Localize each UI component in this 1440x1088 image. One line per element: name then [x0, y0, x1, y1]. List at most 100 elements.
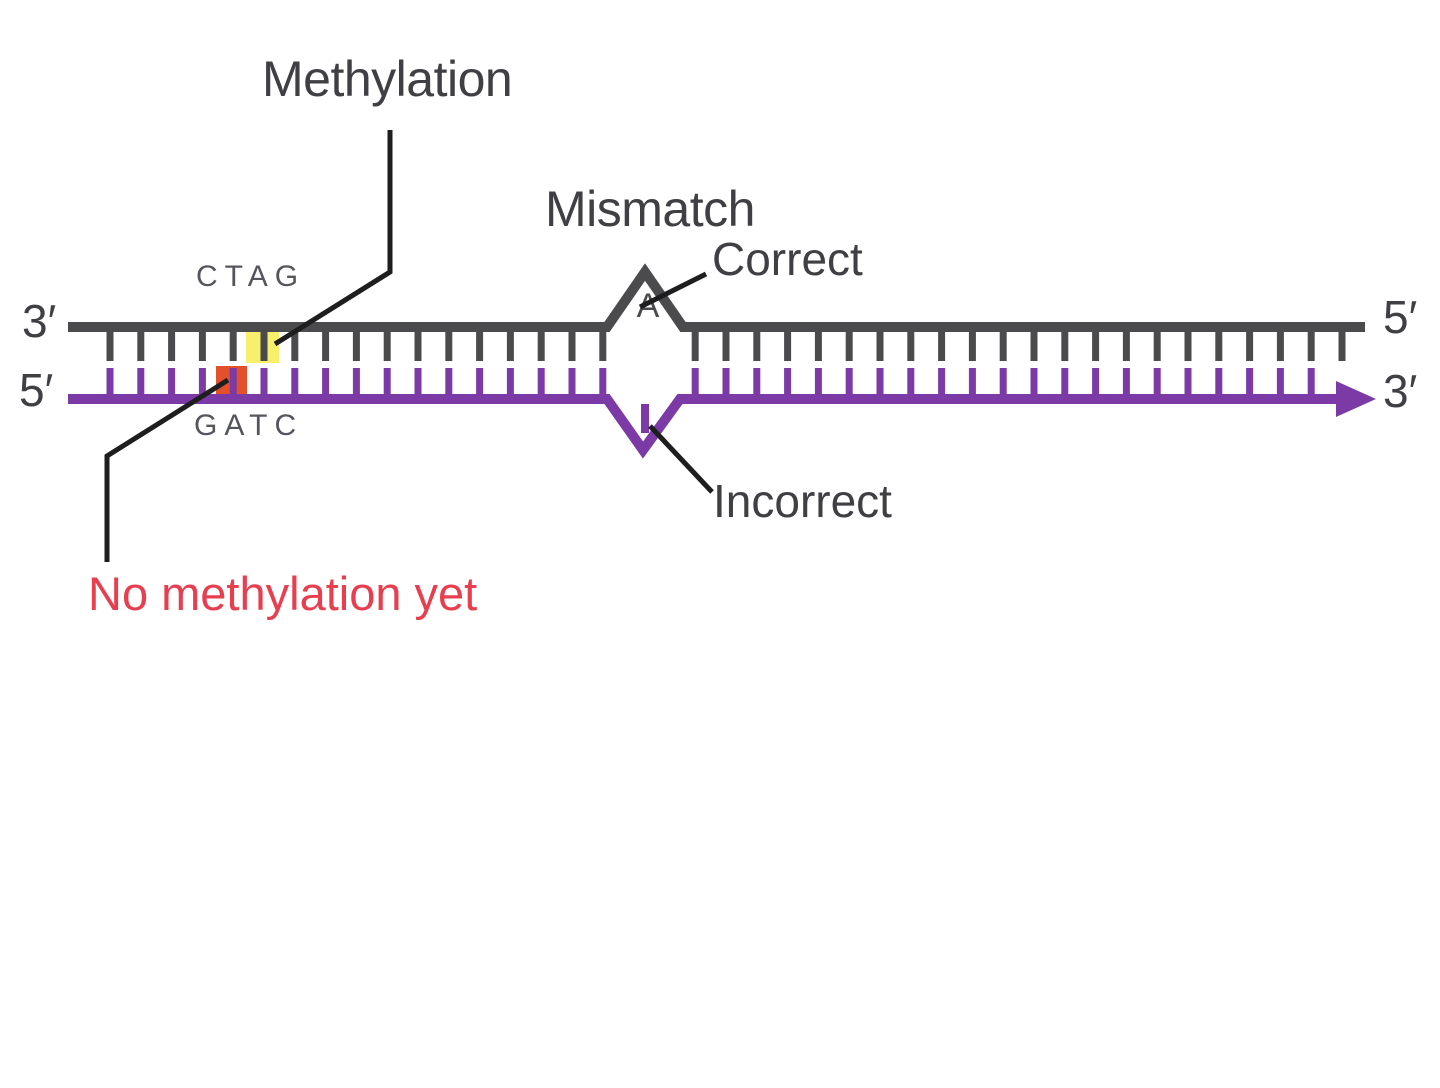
base-pair-tick [568, 331, 576, 361]
base-pair-tick [722, 368, 730, 398]
base-pair-tick [876, 331, 884, 361]
base-pair-tick [352, 368, 360, 398]
base-pair-tick [784, 368, 792, 398]
base-pair-tick [1307, 331, 1315, 361]
new-sequence-label: GATC [194, 409, 304, 442]
base-pair-tick [198, 331, 206, 361]
base-pair-tick [999, 331, 1007, 361]
new-strand-ticks [106, 368, 1315, 398]
base-pair-tick [907, 331, 915, 361]
incorrect-base-tick [641, 404, 649, 433]
base-pair-tick [599, 331, 607, 361]
base-pair-tick [1122, 368, 1130, 398]
base-pair-tick [1184, 331, 1192, 361]
base-pair-tick [845, 368, 853, 398]
base-pair-tick [599, 368, 607, 398]
base-pair-tick [968, 331, 976, 361]
base-pair-tick [1122, 331, 1130, 361]
methylation-leader-line [273, 130, 393, 347]
base-pair-tick [999, 368, 1007, 398]
base-pair-tick [137, 368, 145, 398]
base-pair-tick [1215, 368, 1223, 398]
base-pair-tick [938, 368, 946, 398]
base-pair-tick [1153, 368, 1161, 398]
base-pair-tick [229, 331, 237, 361]
base-pair-tick [1246, 331, 1254, 361]
base-pair-tick [476, 331, 484, 361]
base-pair-tick [383, 331, 391, 361]
base-pair-tick [691, 368, 699, 398]
base-pair-tick [476, 368, 484, 398]
no-methylation-leader-line [104, 377, 230, 562]
base-pair-tick [229, 368, 237, 398]
base-pair-tick [568, 368, 576, 398]
base-pair-tick [291, 331, 299, 361]
base-pair-tick [938, 331, 946, 361]
correct-base-letter: A [637, 287, 660, 325]
base-pair-tick [1246, 368, 1254, 398]
base-pair-tick [260, 368, 268, 398]
base-pair-tick [322, 368, 330, 398]
template-strand-3prime-label: 3′ [22, 295, 57, 347]
incorrect-label: Incorrect [713, 475, 892, 527]
base-pair-tick [907, 368, 915, 398]
base-pair-tick [106, 368, 114, 398]
incorrect-leader-line [648, 424, 714, 494]
base-pair-tick [1215, 331, 1223, 361]
base-pair-tick [506, 331, 514, 361]
correct-leader-line [638, 271, 708, 310]
base-pair-tick [753, 368, 761, 398]
base-pair-tick [291, 368, 299, 398]
base-pair-tick [691, 331, 699, 361]
base-pair-tick [198, 368, 206, 398]
base-pair-tick [168, 368, 176, 398]
template-strand [68, 263, 1365, 332]
base-pair-tick [1184, 368, 1192, 398]
base-pair-tick [845, 331, 853, 361]
base-pair-tick [1338, 331, 1346, 361]
correct-label: Correct [712, 233, 863, 285]
base-pair-tick [876, 368, 884, 398]
base-pair-tick [168, 331, 176, 361]
new-strand-3prime-label: 3′ [1383, 365, 1418, 417]
base-pair-tick [722, 331, 730, 361]
base-pair-tick [537, 331, 545, 361]
base-pair-tick [383, 368, 391, 398]
base-pair-tick [814, 331, 822, 361]
base-pair-tick [414, 331, 422, 361]
base-pair-tick [1276, 331, 1284, 361]
base-pair-tick [753, 331, 761, 361]
base-pair-tick [1061, 368, 1069, 398]
mismatch-label: Mismatch [545, 181, 755, 237]
base-pair-tick [784, 331, 792, 361]
base-pair-tick [106, 331, 114, 361]
no-methylation-label: No methylation yet [88, 567, 478, 620]
template-sequence-label: CTAG [196, 260, 306, 293]
template-strand-5prime-label: 5′ [1383, 291, 1418, 343]
base-pair-tick [1061, 331, 1069, 361]
new-strand-arrowhead-icon [1336, 381, 1376, 417]
base-pair-tick [1030, 331, 1038, 361]
base-pair-tick [1092, 331, 1100, 361]
base-pair-tick [1092, 368, 1100, 398]
base-pair-tick [1153, 331, 1161, 361]
base-pair-tick [1276, 368, 1284, 398]
base-pair-tick [322, 331, 330, 361]
base-pair-tick [1307, 368, 1315, 398]
base-pair-tick [414, 368, 422, 398]
methylation-label: Methylation [262, 51, 513, 107]
base-pair-tick [814, 368, 822, 398]
base-pair-tick [352, 331, 360, 361]
base-pair-tick [506, 368, 514, 398]
base-pair-tick [445, 331, 453, 361]
base-pair-tick [137, 331, 145, 361]
base-pair-tick [537, 368, 545, 398]
base-pair-tick [968, 368, 976, 398]
base-pair-tick [1030, 368, 1038, 398]
new-strand-5prime-label: 5′ [19, 364, 54, 416]
template-strand-ticks [106, 331, 1346, 361]
new-strand [68, 394, 1340, 459]
base-pair-tick [445, 368, 453, 398]
